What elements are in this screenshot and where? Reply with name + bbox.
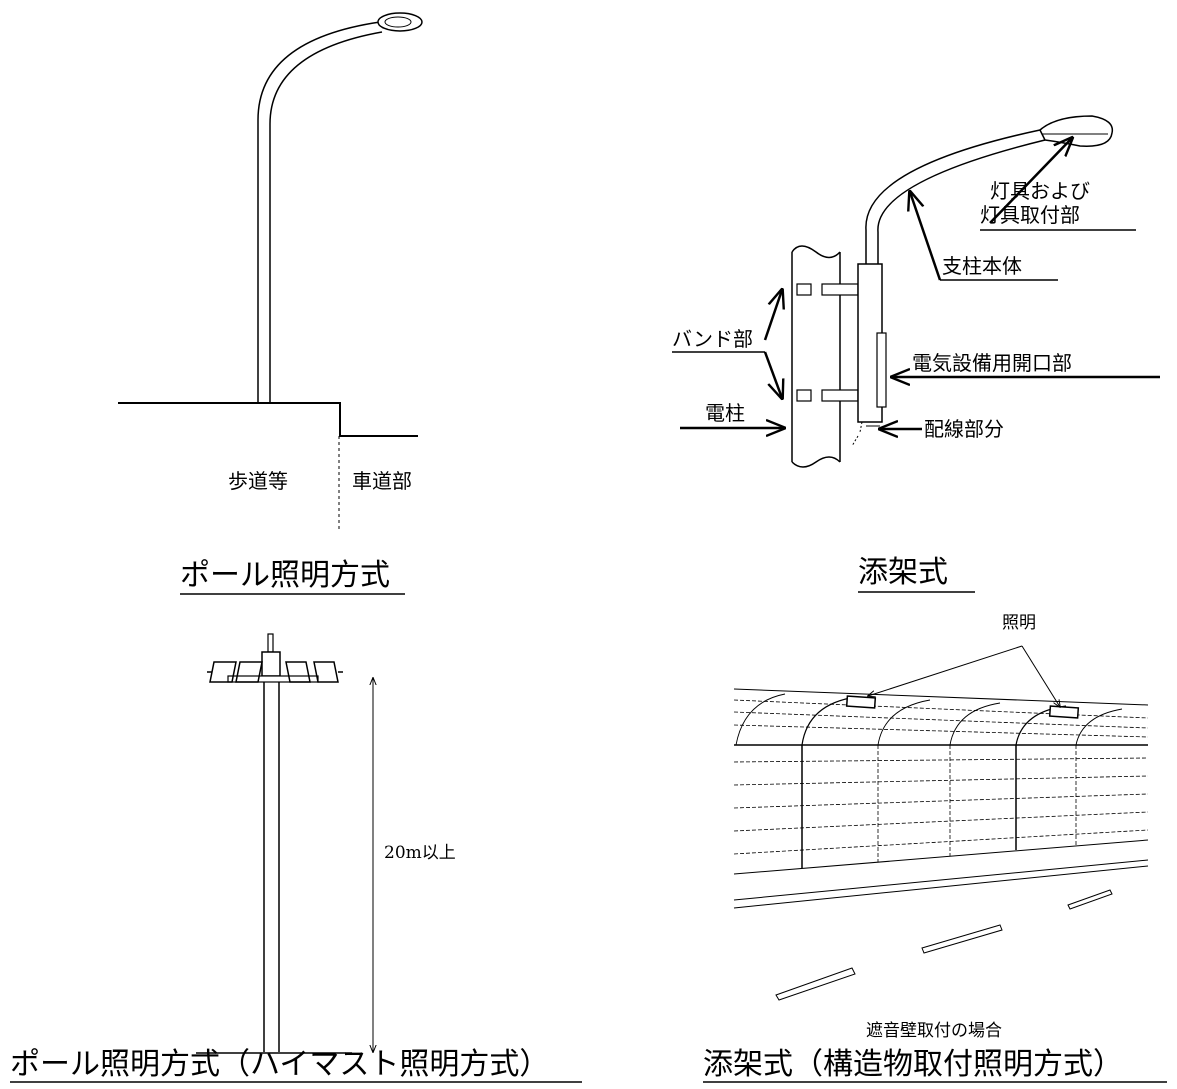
fixture-label-line1: 灯具および [990,179,1090,203]
pole-lighting-panel: 歩道等 車道部 ポール照明方式 [118,12,423,595]
roadway-label: 車道部 [352,469,412,493]
ground-profile [118,402,418,530]
height-label: 20m以上 [384,843,456,863]
structure-mounted-panel: 照明 遮音壁取付の場合 添架式（構造物取付照明方式） [703,613,1167,1083]
luminaire [1039,115,1114,147]
road-surface [733,859,1149,1001]
utility-pole [791,245,841,468]
lamp-head [377,12,423,32]
wiring-label: 配線部分 [924,417,1004,441]
pole-caption: ポール照明方式 [180,558,390,593]
noise-barrier [733,688,1149,875]
attached-type-panel: 灯具および 灯具取付部 支柱本体 バンド部 電気設備用開口部 電柱 配線部分 添… [672,115,1160,593]
street-light-pole [257,12,423,402]
electrical-opening-label: 電気設備用開口部 [912,351,1072,375]
mounted-lights [845,695,1080,719]
highmast-pole [207,633,343,1052]
structure-caption: 添架式（構造物取付照明方式） [703,1047,1123,1082]
attached-pole-body [851,115,1114,447]
lighting-label: 照明 [1002,613,1036,633]
utility-pole-label: 電柱 [705,401,745,425]
highmast-caption: ポール照明方式（ハイマスト照明方式） [10,1047,549,1082]
pole-body-label: 支柱本体 [942,254,1022,278]
fixture-label-line2: 灯具取付部 [980,203,1080,227]
noise-barrier-note: 遮音壁取付の場合 [866,1021,1002,1041]
attached-caption: 添架式 [858,555,948,590]
band-label: バンド部 [672,327,753,351]
highmast-panel: 20m以上 ポール照明方式（ハイマスト照明方式） [10,633,582,1083]
sidewalk-label: 歩道等 [228,469,288,493]
